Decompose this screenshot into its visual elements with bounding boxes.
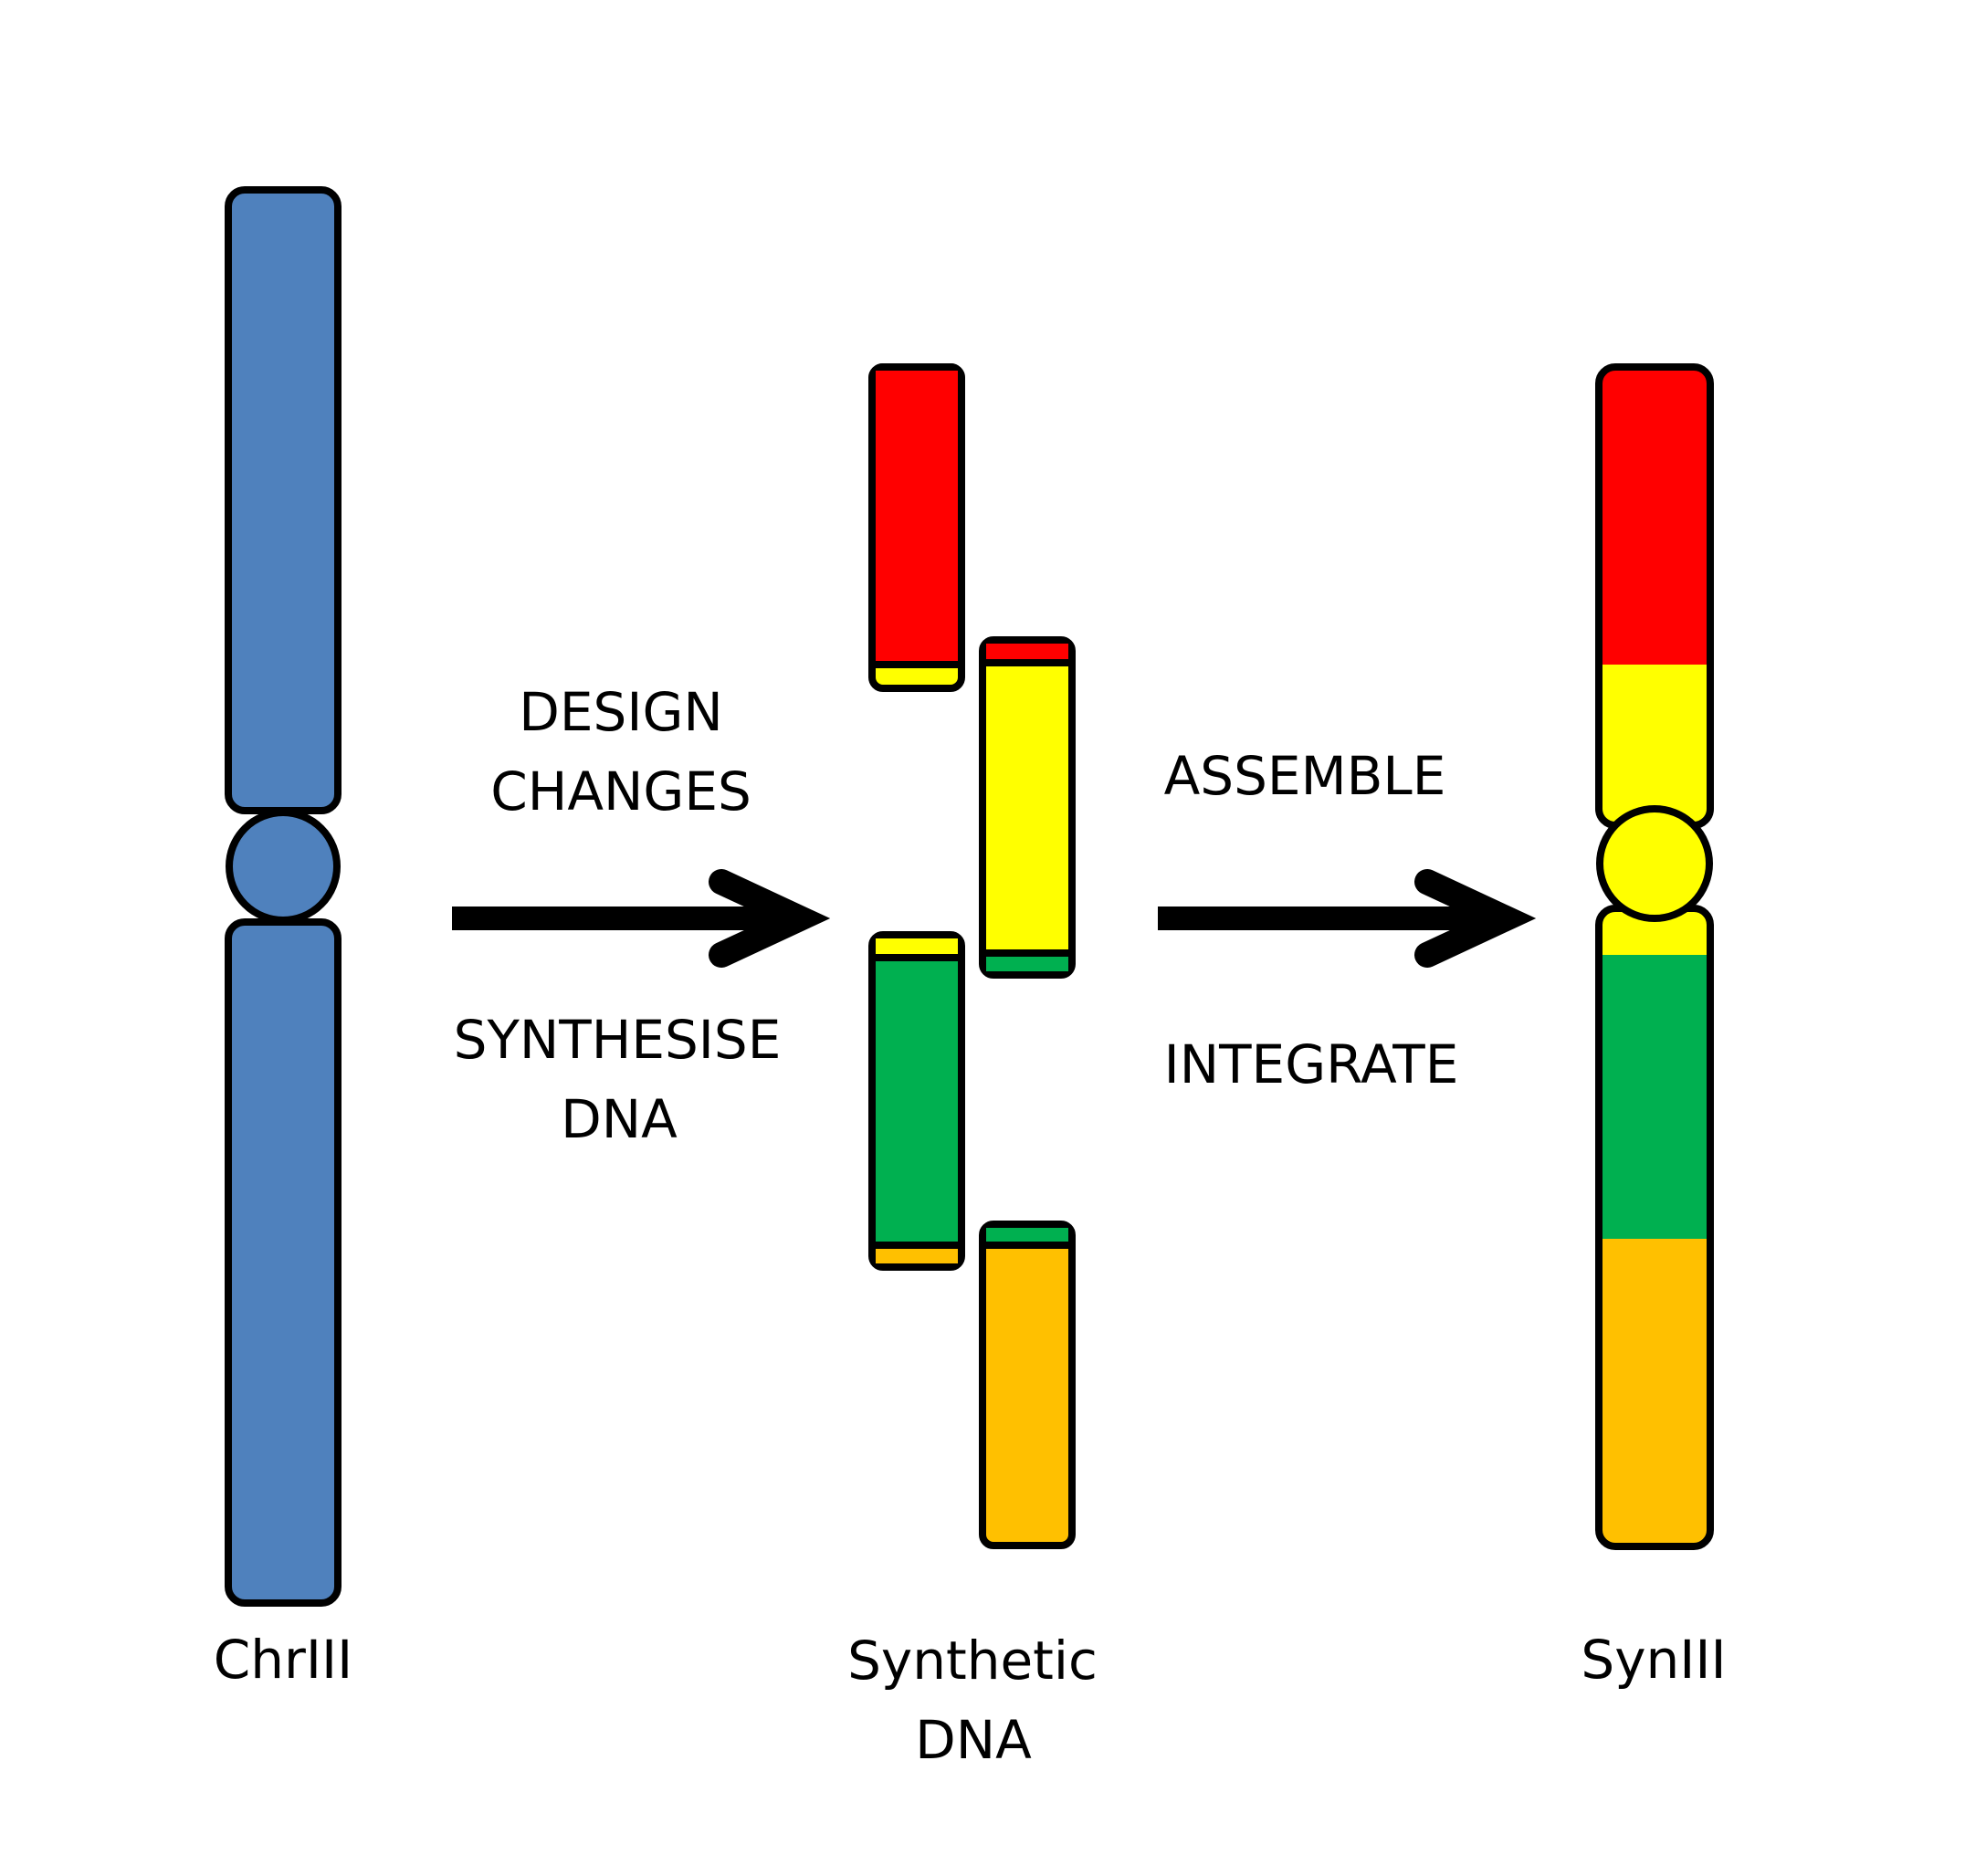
- stage-label-synIII: SynIII: [1581, 1629, 1726, 1691]
- step-label-changes: CHANGES: [490, 760, 751, 823]
- step-label-integrate: INTEGRATE: [1164, 1033, 1459, 1095]
- chrIII-centromere: [226, 809, 341, 924]
- step-label-synthesise: SYNTHESISE: [454, 1009, 782, 1071]
- synIII-upper-arm: [1595, 363, 1714, 829]
- synIII-lower-arm: [1595, 905, 1714, 1550]
- step-label-assemble: ASSEMBLE: [1164, 745, 1446, 807]
- synIII-chromosome: [1595, 363, 1714, 1550]
- synthetic-fragment-2: [979, 636, 1076, 979]
- synIII-centromere: [1596, 805, 1713, 922]
- chrIII-lower-arm: [225, 918, 342, 1607]
- stage-label-dna: DNA: [915, 1709, 1032, 1771]
- synthetic-fragment-4: [979, 1221, 1076, 1549]
- synthetic-fragment-3: [868, 931, 965, 1271]
- chrIII-upper-arm: [225, 186, 342, 814]
- synthetic-fragment-1: [868, 363, 965, 692]
- arrow-assemble-integrate: [1158, 869, 1537, 968]
- step-label-dna: DNA: [561, 1088, 678, 1150]
- chrIII-chromosome: [225, 186, 342, 1607]
- arrow-design-synthesise: [452, 869, 831, 968]
- step-label-design: DESIGN: [519, 681, 723, 743]
- stage-label-synthetic: Synthetic: [847, 1630, 1098, 1692]
- stage-label-chrIII: ChrIII: [214, 1629, 352, 1691]
